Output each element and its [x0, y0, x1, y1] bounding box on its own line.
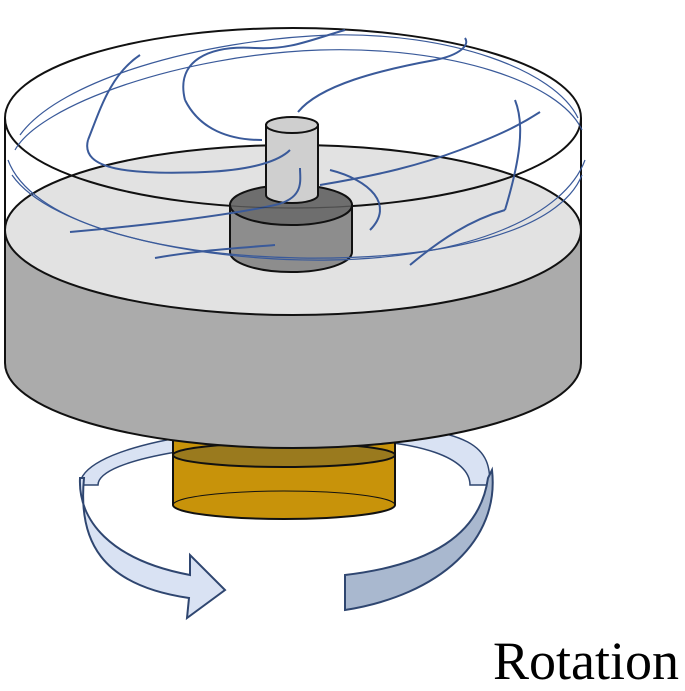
fiber — [7, 159, 583, 259]
shaft — [265, 116, 319, 204]
fibers — [7, 29, 586, 266]
rotation-label: Rotation — [493, 631, 679, 691]
shaft-side — [265, 124, 319, 204]
rotation-arrow-front — [78, 466, 494, 621]
rotation-arrow-left — [78, 477, 227, 621]
fiber — [87, 54, 141, 141]
drum-rim-front — [4, 117, 582, 209]
fiber — [504, 99, 522, 211]
fiber — [329, 169, 381, 231]
fiber — [11, 159, 586, 261]
rotation-arrow-right — [344, 466, 494, 612]
fiber — [19, 34, 579, 136]
fiber — [319, 111, 541, 186]
fiber — [297, 37, 468, 113]
fiber — [14, 49, 583, 151]
shaft-top — [265, 116, 319, 134]
fiber — [69, 167, 302, 233]
fiber — [182, 29, 346, 101]
fiber — [409, 209, 506, 266]
fiber — [184, 99, 263, 141]
fiber — [86, 139, 291, 174]
fiber — [154, 244, 276, 259]
hub — [229, 184, 353, 273]
rotating-platform — [4, 144, 582, 449]
